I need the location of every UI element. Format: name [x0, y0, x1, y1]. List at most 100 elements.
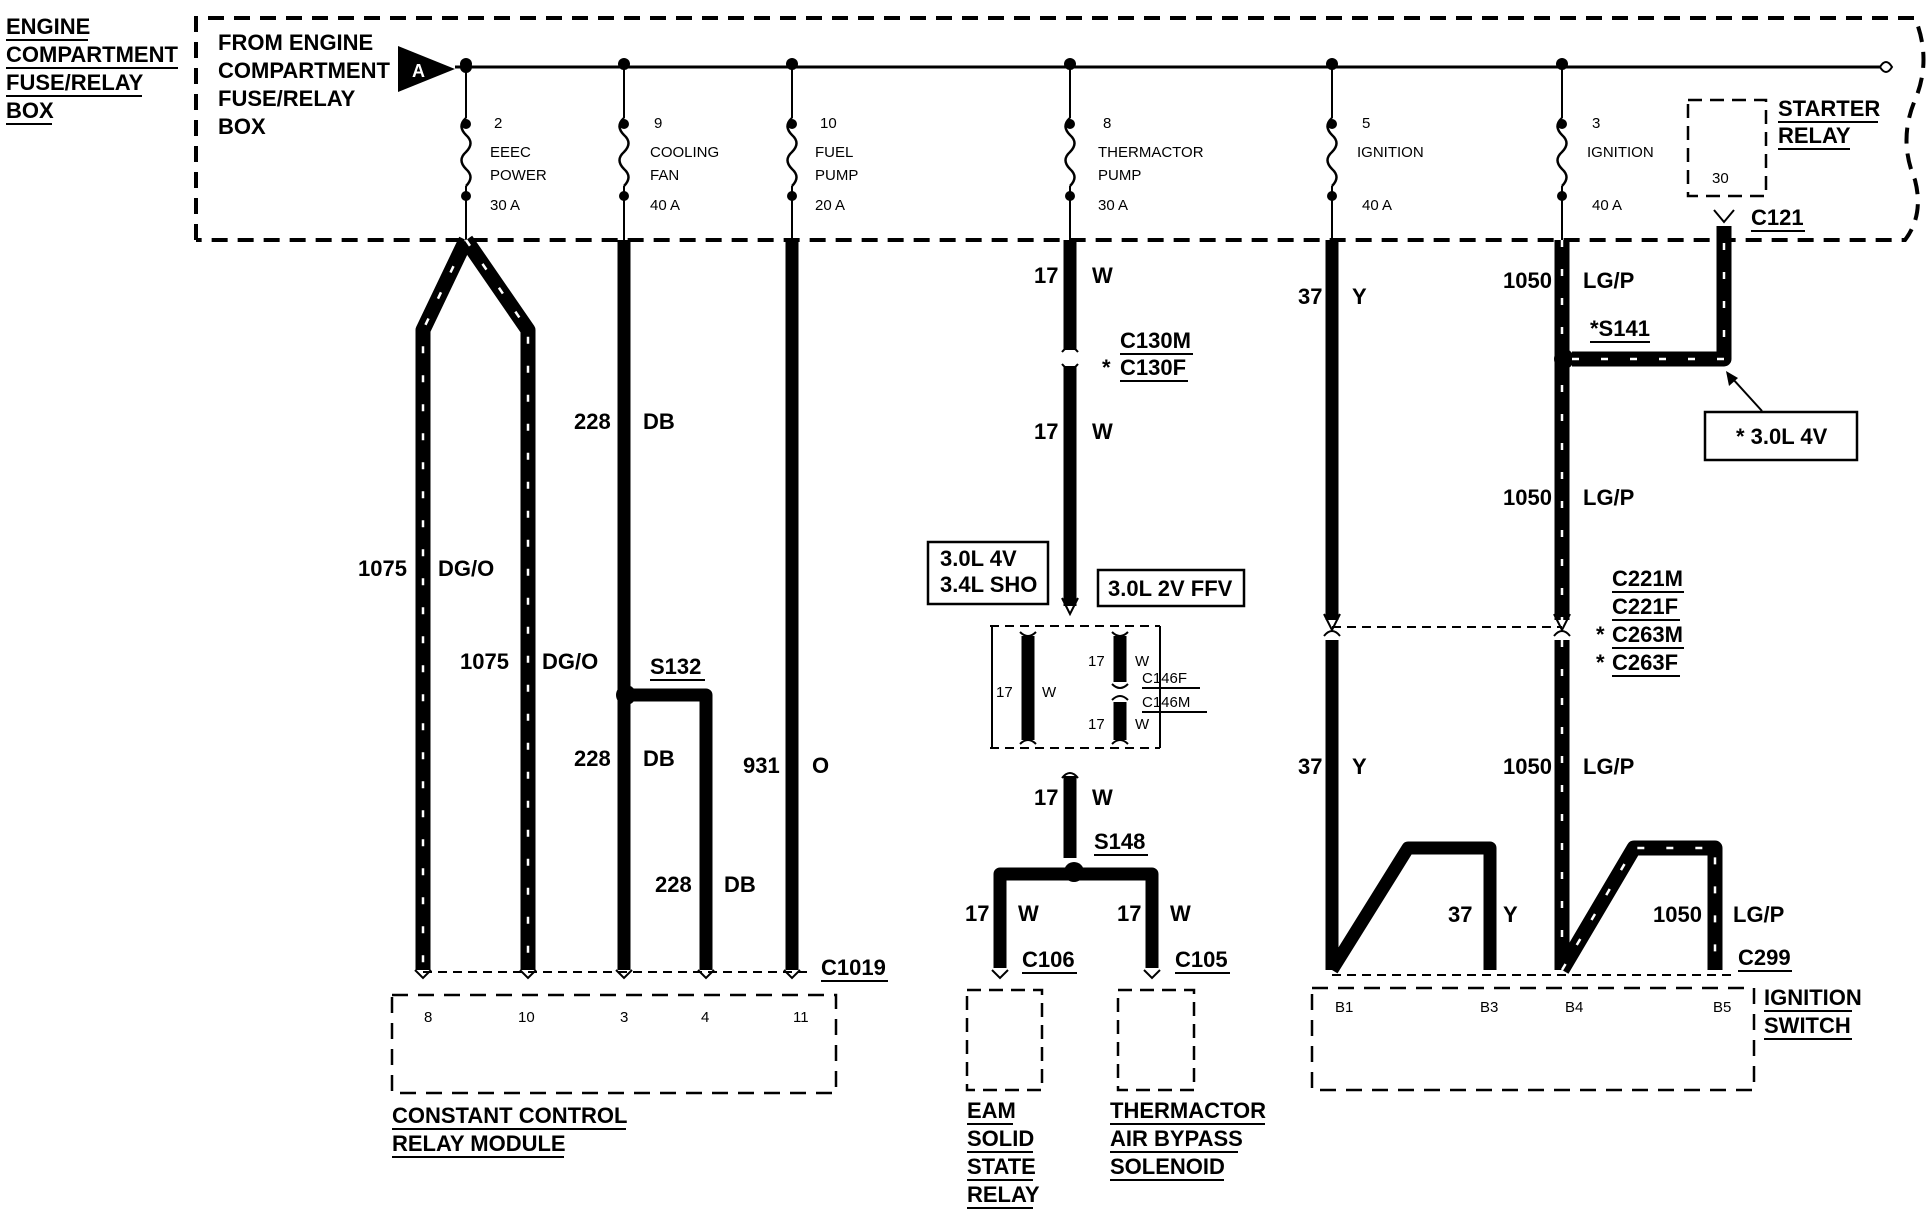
c263m-label: C263M: [1612, 622, 1683, 647]
wire-17-mid-color: W: [1092, 419, 1113, 444]
fuse-3-rating: 20 A: [815, 197, 845, 214]
fuse-symbols: [460, 58, 1568, 240]
wire-1075-b-circuit: 1075: [460, 649, 509, 674]
thermactor-label-line2: AIR BYPASS: [1110, 1126, 1243, 1151]
wire-17-c146-top-circuit: 17: [1088, 653, 1105, 670]
thermactor-label-line3: SOLENOID: [1110, 1154, 1225, 1179]
wire-37-top-color: Y: [1352, 284, 1367, 309]
fuse-1-labels: 2 EEEC POWER 30 A: [490, 115, 547, 214]
fuse-2-name-line2: FAN: [650, 167, 679, 184]
c146m-label: C146M: [1142, 694, 1190, 711]
wire-931-circuit: 931: [743, 753, 780, 778]
c105-label: C105: [1175, 947, 1228, 972]
wire-228-branch: [624, 688, 713, 970]
wire-labels: 1075 DG/O 1075 DG/O 228 DB 228 DB 228 DB…: [358, 263, 1784, 927]
wire-17-top-circuit: 17: [1034, 263, 1058, 288]
wire-17-c105-circuit: 17: [1117, 901, 1141, 926]
fuse-box-title-line2: COMPARTMENT: [218, 58, 390, 83]
ccrm-pin-11: 11: [793, 1009, 809, 1026]
ign-pin-b3: B3: [1480, 999, 1498, 1016]
fuse-2-number: 9: [654, 115, 662, 132]
c263f-label: C263F: [1612, 650, 1678, 675]
engine-note-text: * 3.0L 4V: [1736, 424, 1828, 449]
wire-17-c106-color: W: [1018, 901, 1039, 926]
c221m-label: C221M: [1612, 566, 1683, 591]
source-label: ENGINE COMPARTMENT FUSE/RELAY BOX: [6, 14, 178, 125]
variant-a-box: [926, 540, 1050, 606]
wire-1050-mid-circuit: 1050: [1503, 485, 1552, 510]
fuse-2-rating: 40 A: [650, 197, 680, 214]
starter-relay-box: [1686, 98, 1768, 198]
wire-17-low-circuit: 17: [1034, 785, 1058, 810]
fuse-box-title-line1: FROM ENGINE: [218, 30, 373, 55]
c263m-star: *: [1596, 622, 1605, 647]
eam-label-line2: SOLID: [967, 1126, 1034, 1151]
wire-37-top-circuit: 37: [1298, 284, 1322, 309]
source-label-line1: ENGINE: [6, 14, 90, 39]
splice-s132-dot: [616, 685, 636, 705]
variant-b-box: [1096, 568, 1246, 608]
wire-228-mid-circuit: 228: [574, 746, 611, 771]
ignition-switch-label-line2: SWITCH: [1764, 1013, 1851, 1038]
c263f-star: *: [1596, 650, 1605, 675]
source-label-line3: FUSE/RELAY: [6, 70, 144, 95]
fuse-1-name-line2: POWER: [490, 167, 547, 184]
eam-relay-component: EAM SOLID STATE RELAY: [965, 988, 1044, 1209]
ign-pin-b4: B4: [1565, 999, 1583, 1016]
variant-a-line2: 3.4L SHO: [940, 572, 1037, 597]
wire-1050: [1553, 209, 1735, 974]
ccrm-label-line2: RELAY MODULE: [392, 1131, 566, 1156]
fuse-4-name-line1: THERMACTOR: [1098, 144, 1204, 161]
fuse-box-title-line3: FUSE/RELAY: [218, 86, 356, 111]
fuse-5-rating: 40 A: [1362, 197, 1392, 214]
starter-relay-label-line2: RELAY: [1778, 123, 1851, 148]
wire-228-top-color: DB: [643, 409, 675, 434]
c1019-label: C1019: [821, 955, 886, 980]
wire-1050-mid-color: LG/P: [1583, 485, 1634, 510]
wire-17-c106-circuit: 17: [965, 901, 989, 926]
wire-1050-b5-color: LG/P: [1733, 902, 1784, 927]
eam-label-line1: EAM: [967, 1098, 1016, 1123]
source-label-line4: BOX: [6, 98, 54, 123]
fuse-6-rating: 40 A: [1592, 197, 1622, 214]
wire-17-c146-bot-color: W: [1135, 716, 1150, 733]
eam-box: [965, 988, 1044, 1092]
eam-label-line3: STATE: [967, 1154, 1036, 1179]
thermactor-solenoid-component: THERMACTOR AIR BYPASS SOLENOID: [1110, 988, 1266, 1181]
ccrm-box: [390, 993, 838, 1095]
notes: 3.0L 4V 3.4L SHO 3.0L 2V FFV * 3.0L 4V: [926, 371, 1859, 608]
wire-1050-bot-circuit: 1050: [1503, 754, 1552, 779]
ign-pin-b5: B5: [1713, 999, 1731, 1016]
ccrm-label-line1: CONSTANT CONTROL: [392, 1103, 627, 1128]
splice-s141-dot: [1554, 349, 1574, 369]
wire-17-low-color: W: [1092, 785, 1113, 810]
wire-17-jumper-circuit: 17: [996, 684, 1013, 701]
wire-17-c105-color: W: [1170, 901, 1191, 926]
c146f-label: C146F: [1142, 670, 1187, 687]
wire-37-bot-circuit: 37: [1298, 754, 1322, 779]
wire-37-b3-color: Y: [1503, 902, 1518, 927]
ign-pin-b1: B1: [1335, 999, 1353, 1016]
s132-label: S132: [650, 654, 701, 679]
starter-relay-pin: 30: [1712, 170, 1729, 187]
connector-labels: C130M * C130F C146F C146M C221M C221F * …: [650, 205, 1805, 982]
fuse-1-number: 2: [494, 115, 502, 132]
fuse-1-name-line1: EEEC: [490, 144, 531, 161]
fuse-5-number: 5: [1362, 115, 1370, 132]
eam-label-line4: RELAY: [967, 1182, 1040, 1207]
fuse-4-number: 8: [1103, 115, 1111, 132]
wire-228-top-circuit: 228: [574, 409, 611, 434]
fuse-6-name-line1: IGNITION: [1587, 144, 1654, 161]
s141-label: *S141: [1590, 316, 1650, 341]
fuse-box-outline: [194, 16, 1926, 242]
bus-break: [1879, 61, 1894, 73]
fuse-3-name-line1: FUEL: [815, 144, 853, 161]
c221f-label: C221F: [1612, 594, 1678, 619]
ccrm-pin-8: 8: [424, 1009, 432, 1026]
thermactor-label-line1: THERMACTOR: [1110, 1098, 1266, 1123]
wire-228-branch-color: DB: [724, 872, 756, 897]
wire-17-jumper-color: W: [1042, 684, 1057, 701]
variant-b-text: 3.0L 2V FFV: [1108, 576, 1233, 601]
fuse-5-labels: 5 IGNITION 40 A: [1357, 115, 1424, 214]
